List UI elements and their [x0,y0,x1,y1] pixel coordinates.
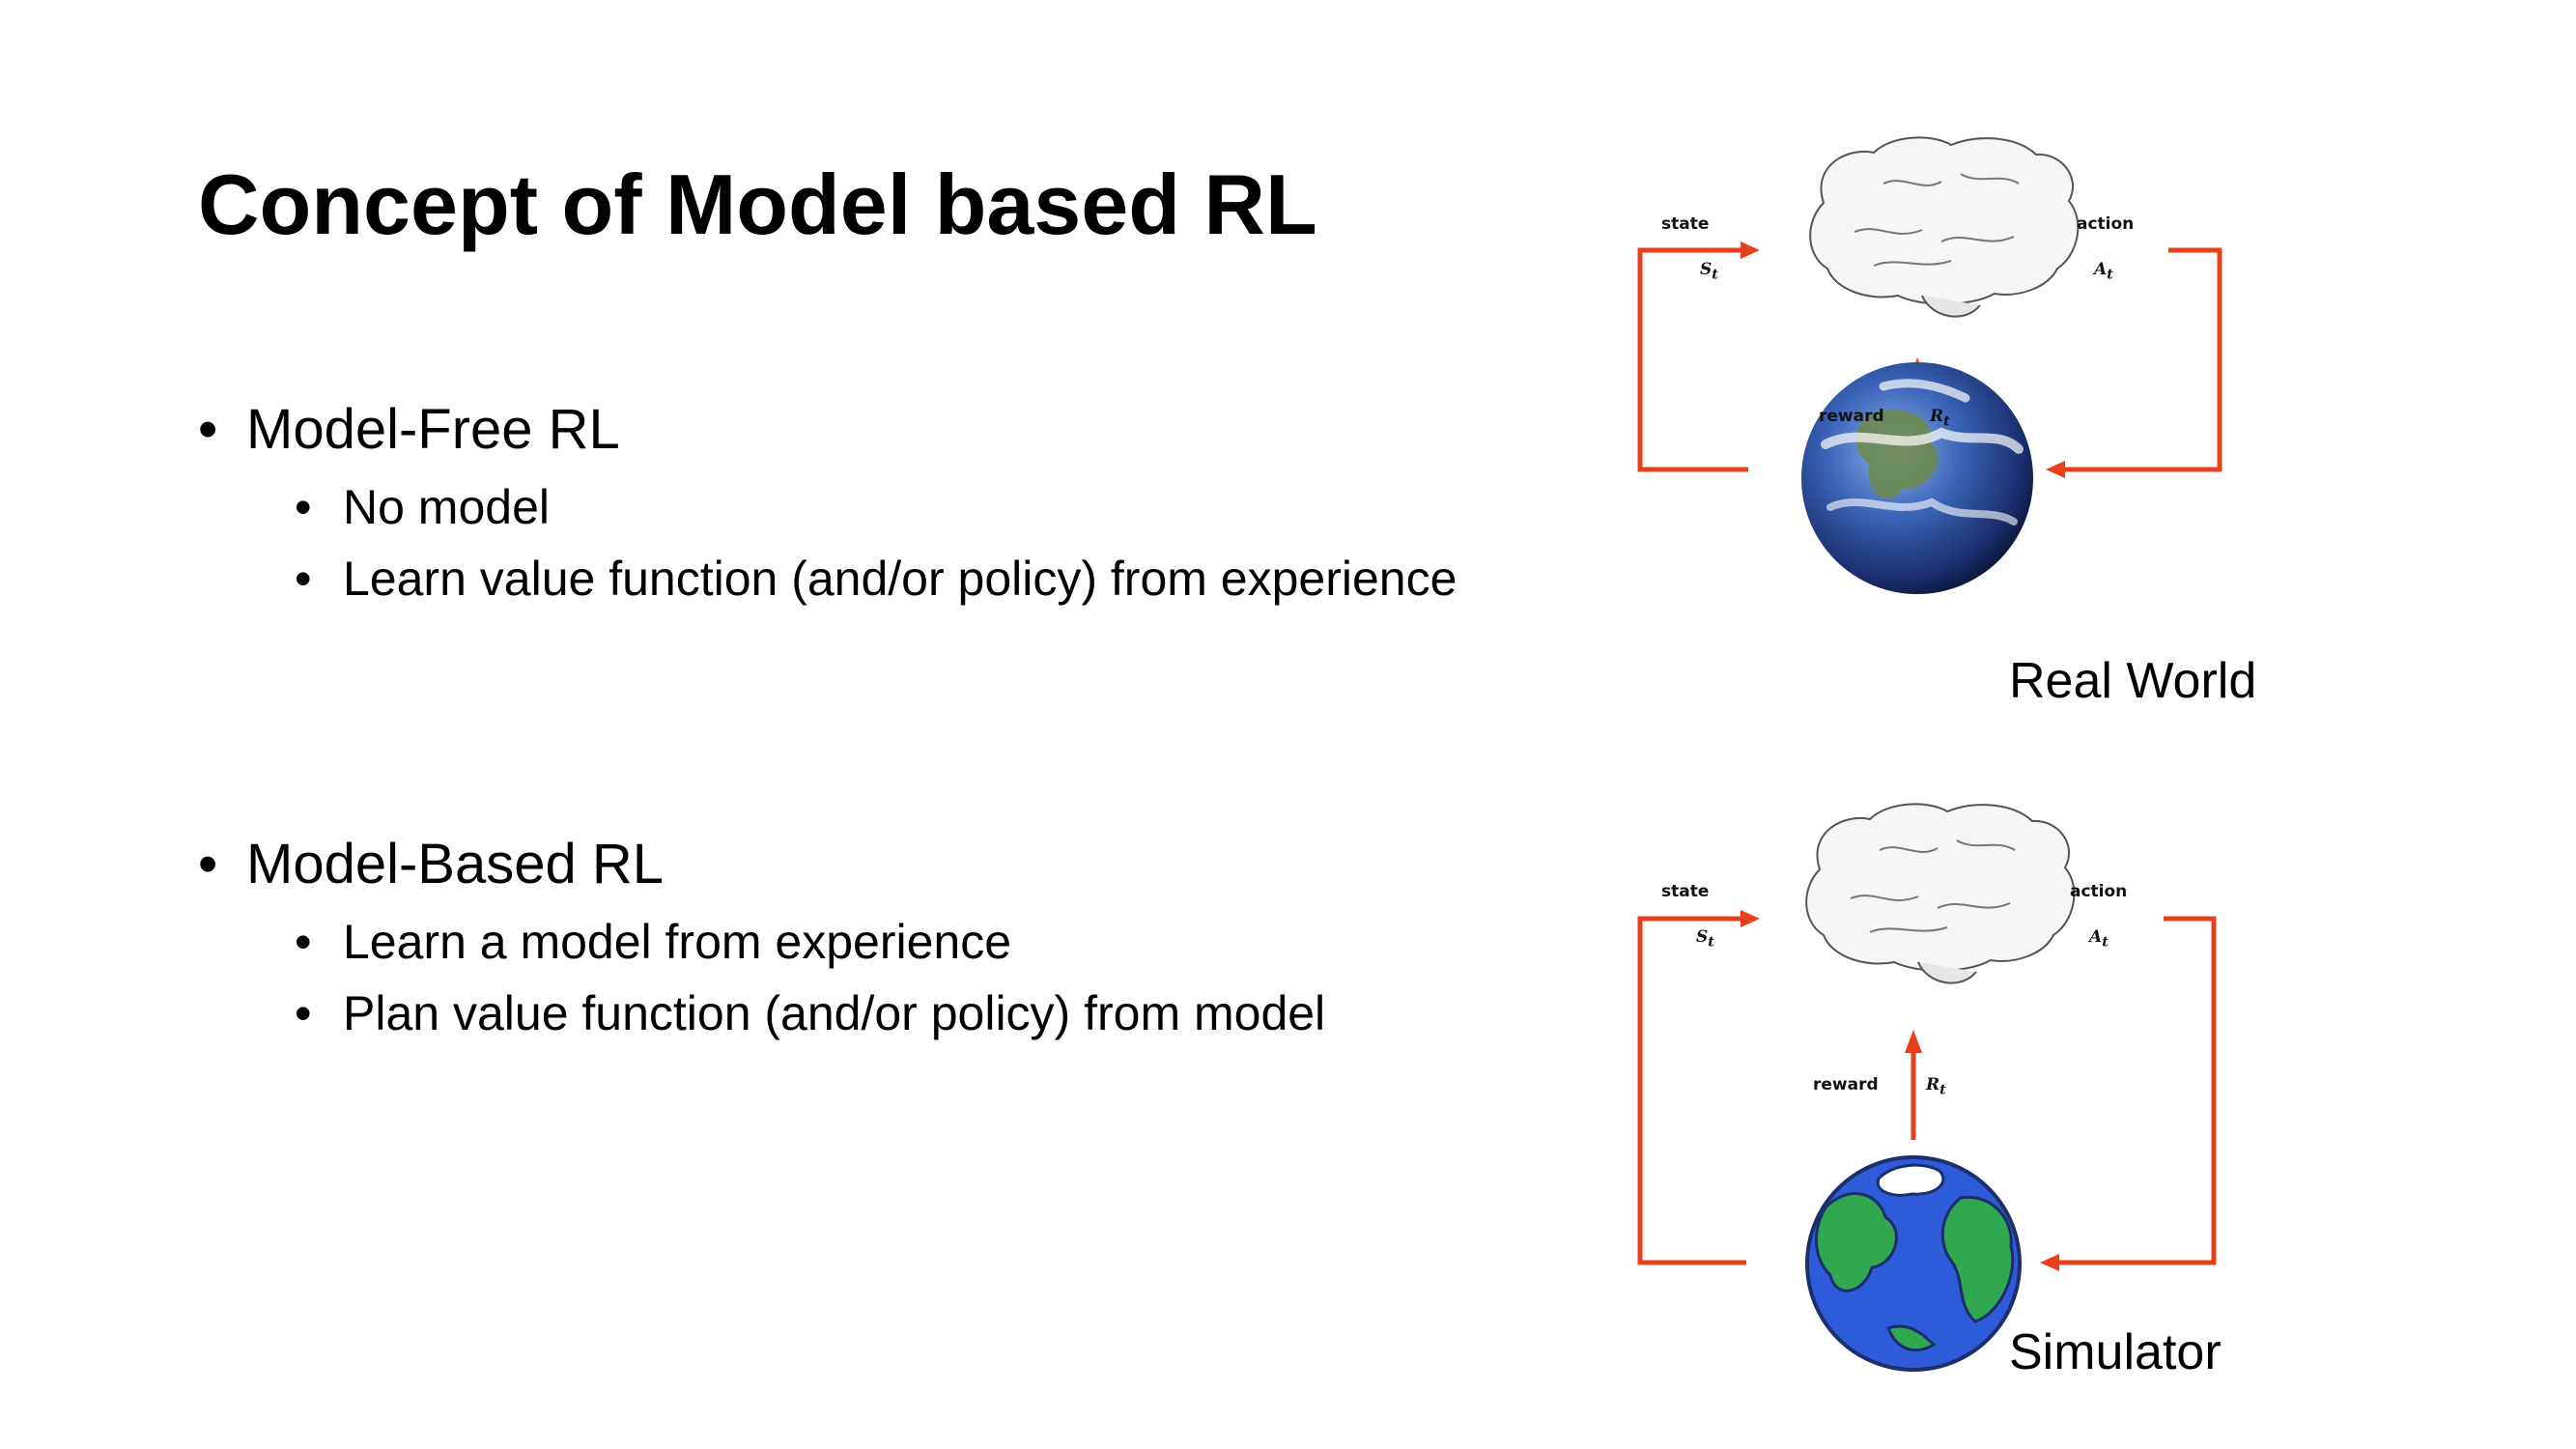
brain-icon [1809,136,2080,318]
reward-label: reward [1813,1075,1879,1094]
simulator-diagram-graphic [1637,803,2217,1372]
state-symbol: St [1700,260,1718,283]
slide-title: Concept of Model based RL [198,156,1317,252]
cartoon-earth-icon [1805,1155,2022,1372]
model-free-point-2: Learn value function (and/or policy) fro… [198,554,1457,603]
reward-symbol: Rt [1930,407,1950,430]
model-based-point-1: Learn a model from experience [198,918,1325,966]
reward-symbol: Rt [1926,1075,1946,1098]
action-arrow [2065,247,2222,472]
simulator-caption: Simulator [2009,1324,2222,1380]
simulator-diagram: state St action At reward Rt Simulator [1632,792,2289,1391]
state-arrowhead-icon [1741,910,1760,927]
model-free-heading: Model-Free RL [198,402,1457,459]
state-label: state [1661,882,1710,901]
state-symbol: St [1696,927,1714,951]
state-arrowhead-icon [1741,242,1760,259]
model-based-point-2: Plan value function (and/or policy) from… [198,989,1325,1037]
real-world-caption: Real World [2009,653,2257,709]
model-based-section: Model-Based RL Learn a model from experi… [198,837,1325,1038]
state-label: state [1661,214,1710,234]
real-earth-icon [1801,362,2033,594]
model-free-point-1: No model [198,483,1457,531]
state-arrow [1637,247,1748,472]
model-based-heading: Model-Based RL [198,837,1325,894]
action-symbol: At [2089,927,2109,951]
model-free-section: Model-Free RL No model Learn value funct… [198,402,1457,604]
reward-label: reward [1819,407,1884,426]
action-arrowhead-icon [2046,461,2065,478]
action-arrow [2059,916,2217,1265]
real-world-diagram-graphic [1637,136,2222,594]
action-label: action [2070,882,2128,901]
reward-arrowhead-icon [1905,1030,1922,1053]
state-arrow [1637,916,1746,1265]
real-world-diagram: state St action At reward Rt Real World [1632,126,2289,724]
action-symbol: At [2094,260,2113,283]
action-arrowhead-icon [2040,1254,2059,1271]
action-label: action [2077,214,2135,234]
brain-icon [1805,803,2076,984]
